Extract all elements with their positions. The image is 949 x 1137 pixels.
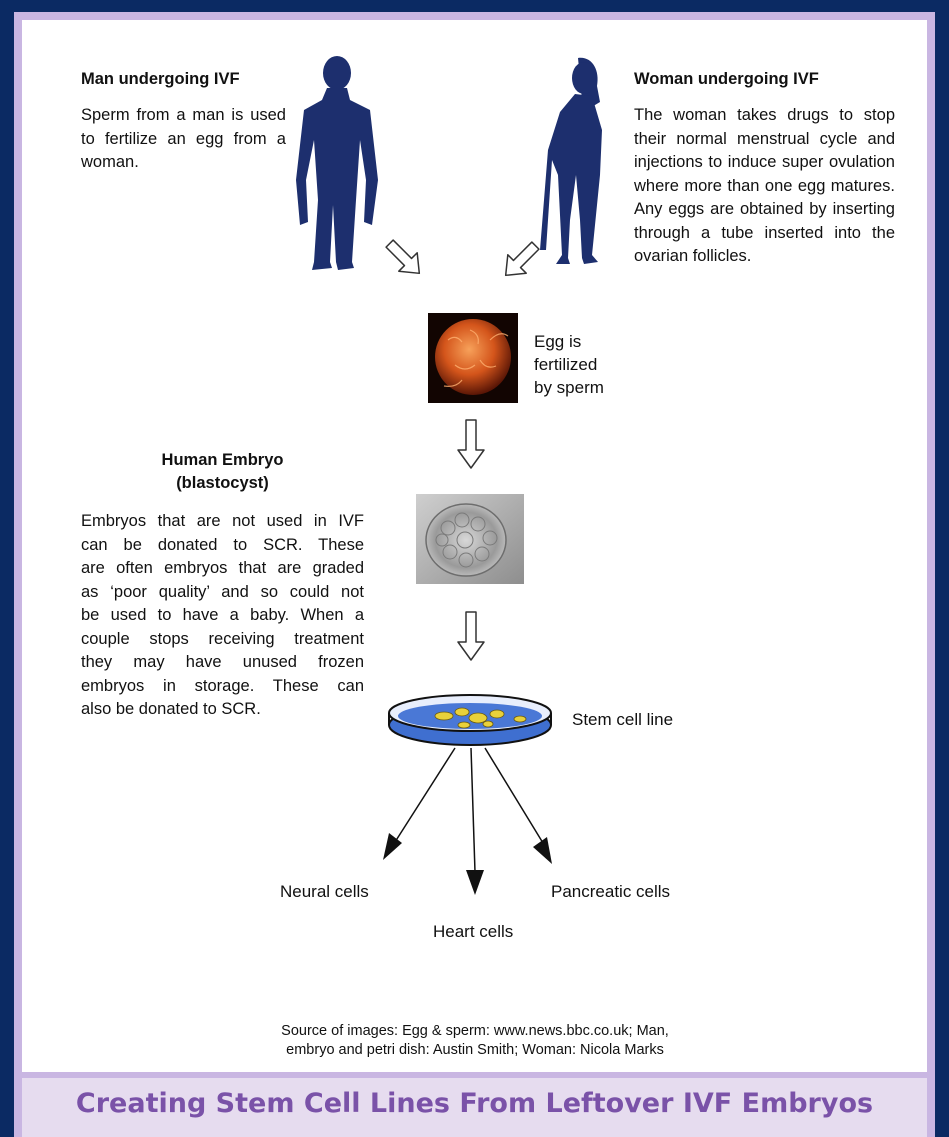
embryo-text-line: as ‘poor quality’ and so could not xyxy=(81,581,364,605)
arrow-embryo-to-dish xyxy=(458,612,484,660)
stem-cell-line-label: Stem cell line xyxy=(572,708,673,731)
egg-label-line: Egg is xyxy=(534,330,604,353)
arrow-to-heart-cells xyxy=(466,748,484,895)
woman-silhouette-icon xyxy=(540,58,602,264)
arrow-egg-to-embryo xyxy=(458,420,484,468)
arrow-to-neural-cells xyxy=(383,748,455,860)
embryo-text-line: they may have unused frozen xyxy=(81,651,364,675)
source-line: Source of images: Egg & sperm: www.news.… xyxy=(200,1022,750,1041)
egg-label-line: fertilized xyxy=(534,353,604,376)
embryo-heading-line: Human Embryo xyxy=(100,449,345,472)
man-heading: Man undergoing IVF xyxy=(81,70,240,89)
embryo-text-line: Embryos that are not used in IVF xyxy=(81,510,364,534)
arrow-woman-to-egg xyxy=(496,236,544,284)
petri-dish-icon xyxy=(389,695,551,745)
embryo-heading-line: (blastocyst) xyxy=(100,472,345,495)
arrow-to-pancreatic-cells xyxy=(485,748,552,864)
heart-cells-label: Heart cells xyxy=(433,920,513,943)
embryo-description: Embryos that are not used in IVF can be … xyxy=(81,510,364,722)
man-silhouette-icon xyxy=(296,56,378,270)
woman-heading: Woman undergoing IVF xyxy=(634,70,819,89)
embryo-text-line: are often embryos that are graded xyxy=(81,557,364,581)
neural-cells-label: Neural cells xyxy=(280,880,369,903)
arrow-man-to-egg xyxy=(380,234,428,282)
egg-fertilized-label: Egg is fertilized by sperm xyxy=(534,330,604,399)
page-title: Creating Stem Cell Lines From Leftover I… xyxy=(22,1088,927,1119)
image-source-credit: Source of images: Egg & sperm: www.news.… xyxy=(200,1022,750,1060)
egg-label-line: by sperm xyxy=(534,376,604,399)
blastocyst-image xyxy=(416,494,524,584)
woman-description: The woman takes drugs to stop their norm… xyxy=(634,104,895,269)
man-description: Sperm from a man is used to fertilize an… xyxy=(81,104,286,175)
embryo-text-line: embryos in storage. These can xyxy=(81,675,364,699)
embryo-heading: Human Embryo (blastocyst) xyxy=(100,449,345,495)
embryo-text-line: be used to have a baby. When a xyxy=(81,604,364,628)
pancreatic-cells-label: Pancreatic cells xyxy=(551,880,670,903)
footer-bar: Creating Stem Cell Lines From Leftover I… xyxy=(22,1078,927,1137)
embryo-text-line: can be donated to SCR. These xyxy=(81,534,364,558)
embryo-text-line: also be donated to SCR. xyxy=(81,698,364,722)
egg-fertilization-image xyxy=(428,313,518,403)
source-line: embryo and petri dish: Austin Smith; Wom… xyxy=(200,1041,750,1060)
embryo-text-line: couple stops receiving treatment xyxy=(81,628,364,652)
